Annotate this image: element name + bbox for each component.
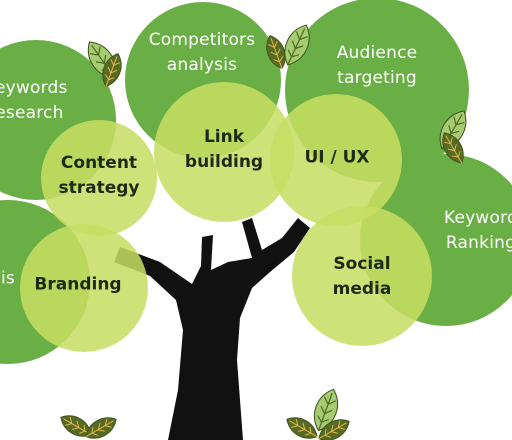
leaf-vein	[443, 135, 463, 164]
node-label-link-building: Link building	[184, 127, 264, 172]
leaf-vein	[104, 56, 120, 87]
leaf-vein	[63, 416, 92, 436]
leaf-icon	[266, 34, 286, 70]
circle-content-strategy	[41, 120, 157, 236]
tree-trunk	[114, 218, 310, 440]
leaf-vein	[90, 44, 116, 79]
leaf-icon	[85, 417, 117, 439]
circle-link-building	[154, 82, 294, 222]
leaf-icon	[318, 419, 350, 440]
circle-ui-ux	[270, 94, 402, 226]
node-label-competitors-analysis: Competitors analysis	[148, 30, 256, 75]
node-label-audience-targeting: Audience targeting	[336, 43, 418, 88]
leaf-vein	[287, 28, 308, 66]
node-label-branding: Branding	[34, 274, 122, 295]
leaf-icon	[442, 132, 464, 164]
node-label-keyword-ranking: Keyword Ranking	[443, 208, 512, 253]
leaf-vein	[441, 114, 465, 150]
leaf-vein	[85, 418, 114, 438]
leaf-icon	[102, 52, 122, 88]
circle-branding	[20, 224, 148, 352]
leaf-icon	[286, 417, 318, 439]
leaf-vein	[318, 420, 347, 440]
node-label-analysis-partial: is	[1, 268, 15, 289]
node-label-social-media: Social media	[332, 254, 392, 299]
node-label-content-strategy: Content strategy	[58, 153, 140, 198]
leaf-vein	[289, 418, 318, 438]
leaf-vein	[317, 392, 336, 431]
leaf-vein	[268, 38, 284, 69]
node-label-ui-ux: UI / UX	[304, 147, 370, 168]
leaf-icon	[314, 388, 338, 432]
node-label-keywords-research: Keywords research	[0, 78, 68, 123]
circle-social-media	[292, 206, 432, 346]
leaf-icon	[284, 24, 310, 66]
trunk-shape	[114, 218, 310, 440]
